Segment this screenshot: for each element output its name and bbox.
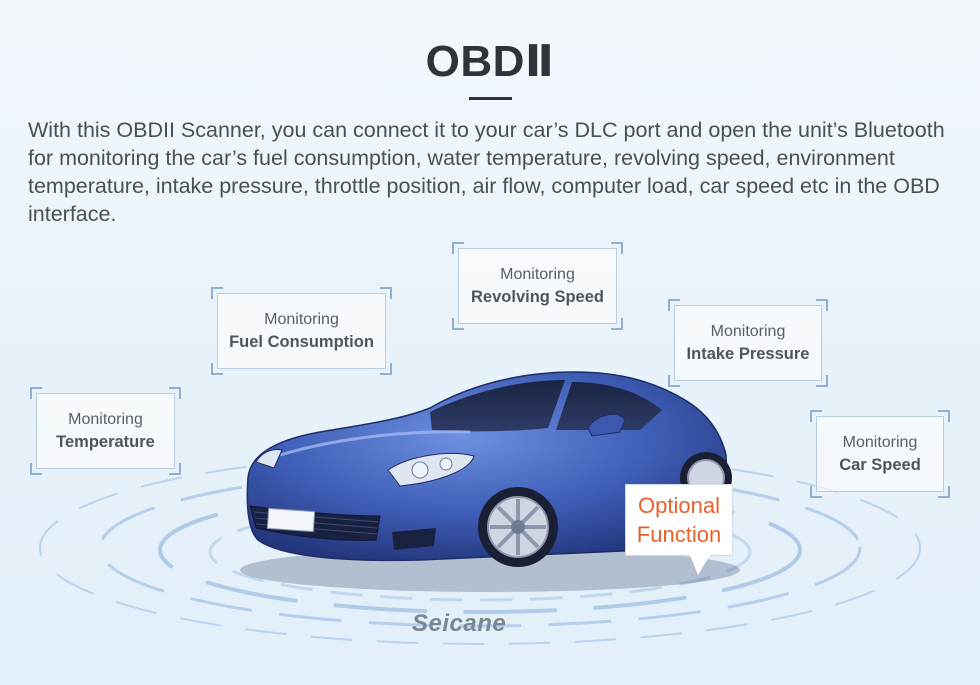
- feature-name: Revolving Speed: [471, 287, 604, 306]
- feature-label: Monitoring: [68, 410, 143, 428]
- feature-name: Intake Pressure: [686, 344, 810, 363]
- page-title: OBDⅡ: [425, 37, 555, 86]
- brand-logo: Seicane: [412, 610, 507, 637]
- feature-name: Car Speed: [839, 455, 921, 474]
- description-text: With this OBDII Scanner, you can connect…: [28, 118, 945, 226]
- feature-card-revolving-speed: Monitoring Revolving Speed: [452, 242, 623, 330]
- feature-label: Monitoring: [710, 322, 786, 340]
- feature-label: Monitoring: [264, 310, 339, 328]
- car-illustration: [246, 371, 732, 567]
- optional-function-callout: Optional Function: [625, 484, 733, 556]
- feature-label: Monitoring: [842, 433, 918, 451]
- optional-line-2: Function: [636, 522, 722, 547]
- feature-label: Monitoring: [500, 265, 575, 283]
- feature-card-car-speed: Monitoring Car Speed: [810, 410, 950, 498]
- feature-name: Fuel Consumption: [229, 332, 374, 351]
- title-underline: [469, 97, 512, 100]
- feature-card-fuel-consumption: Monitoring Fuel Consumption: [211, 287, 392, 375]
- callout-pointer: [690, 555, 710, 575]
- optional-line-1: Optional: [638, 493, 720, 518]
- feature-card-temperature: Monitoring Temperature: [30, 387, 181, 475]
- feature-card-intake-pressure: Monitoring Intake Pressure: [668, 299, 828, 387]
- feature-name: Temperature: [56, 432, 155, 451]
